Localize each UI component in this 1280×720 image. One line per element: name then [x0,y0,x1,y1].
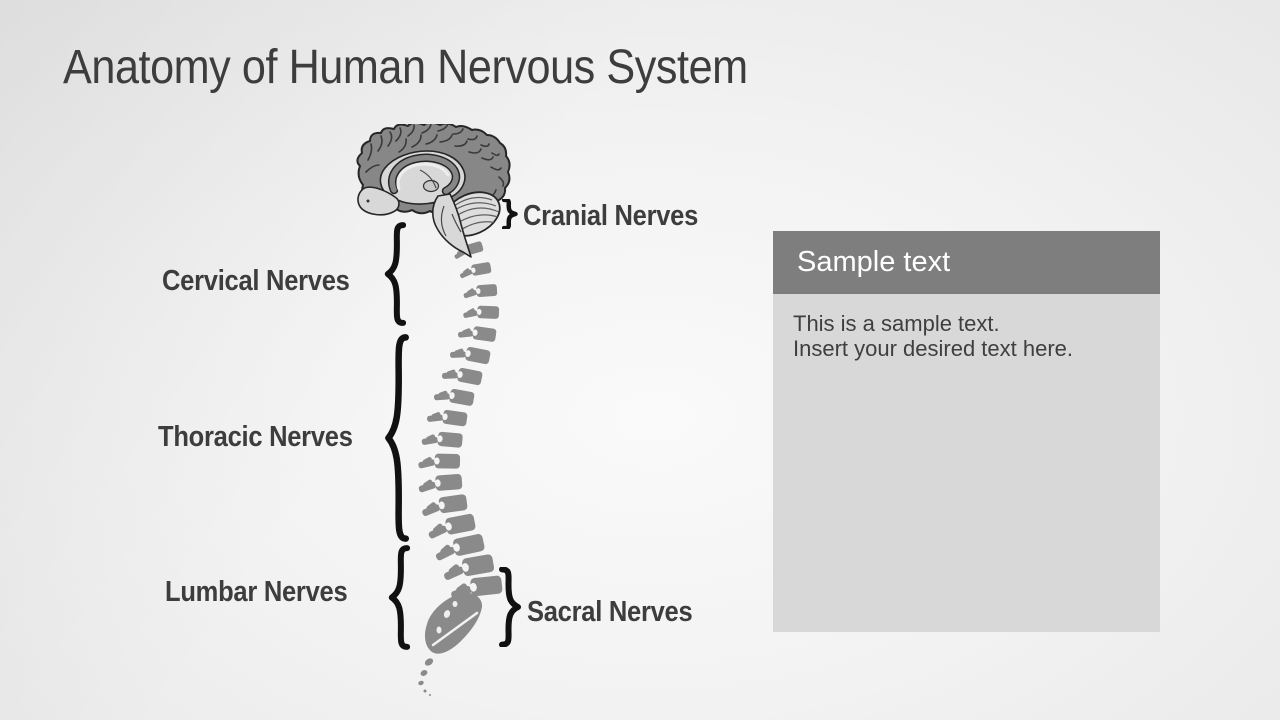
lumbar-nerves-label: Lumbar Nerves [165,576,348,608]
callout-body-line2: Insert your desired text here. [793,336,1074,361]
cranial-brace [502,199,519,229]
cervical-brace [383,222,406,326]
slide-title: Anatomy of Human Nervous System [63,41,748,94]
thoracic-brace [383,331,409,545]
thoracic-nerves-label: Thoracic Nerves [158,421,353,453]
cervical-nerves-label: Cervical Nerves [162,265,350,297]
sacral-brace [499,567,523,647]
brain-spine-illustration [356,124,511,696]
sacral-nerves-label: Sacral Nerves [527,596,693,628]
spine-graphic [417,220,503,696]
callout-body: This is a sample text. Insert your desir… [773,294,1160,361]
callout-title: Sample text [797,246,951,278]
callout-header: Sample text [773,231,1160,294]
brain-graphic [356,124,511,258]
sample-text-callout: Sample text This is a sample text. Inser… [773,231,1160,632]
lumbar-brace [387,545,410,650]
callout-body-line1: This is a sample text. [793,311,1000,336]
sacrum-graphic [418,592,483,696]
cranial-nerves-label: Cranial Nerves [523,200,699,232]
